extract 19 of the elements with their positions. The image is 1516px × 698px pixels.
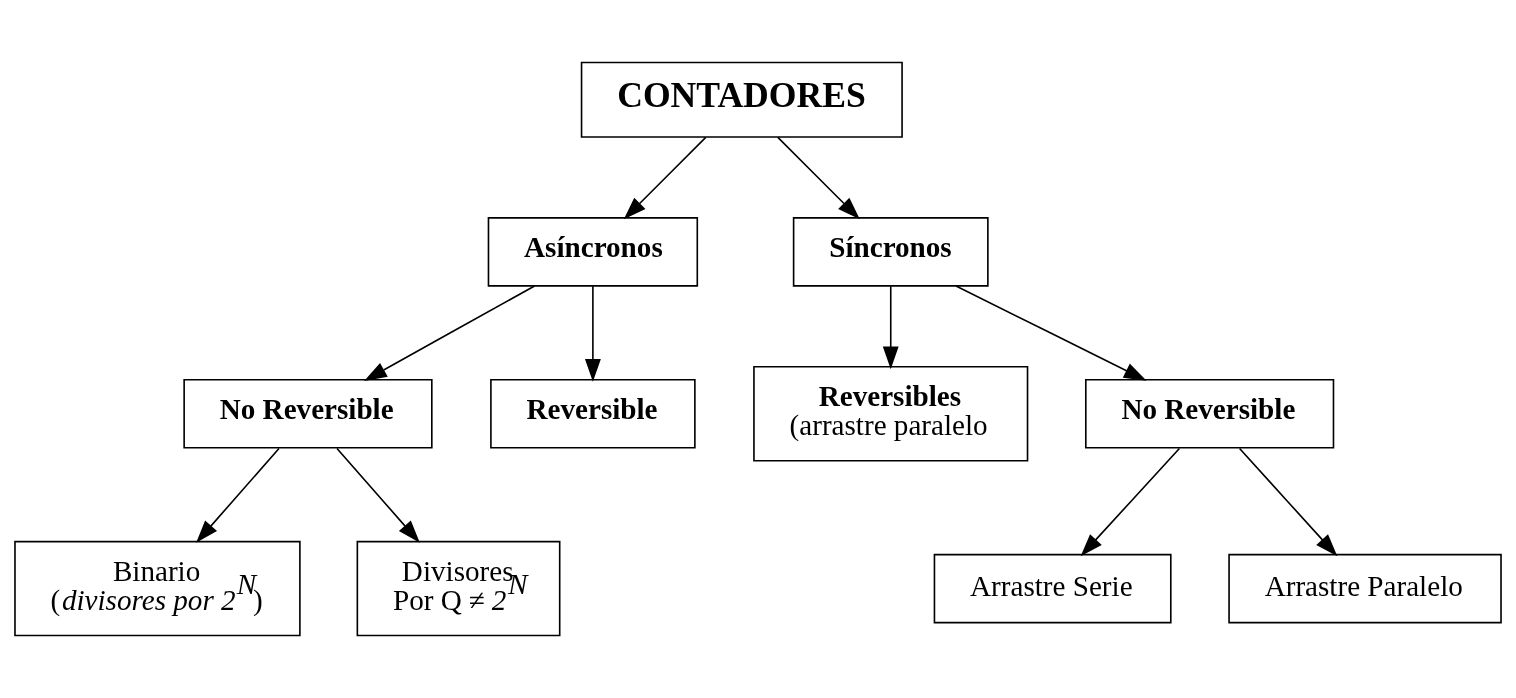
node-box: CONTADORES: [580, 61, 903, 138]
node-box: Arrastre Serie: [933, 553, 1172, 624]
arrow: [955, 285, 1147, 381]
node-box: Asíncronos: [487, 217, 699, 287]
node-box: No Reversible: [183, 378, 433, 449]
arrow: [882, 285, 899, 370]
arrow: [1238, 447, 1338, 557]
node-box: Arrastre Paralelo: [1228, 553, 1502, 624]
arrow: [1080, 447, 1181, 557]
arrow: [584, 285, 601, 382]
node-box: No Reversible: [1085, 378, 1335, 449]
node-box: Reversible: [490, 378, 696, 449]
arrow: [336, 447, 420, 543]
node-box: Síncronos: [792, 217, 989, 287]
arrow: [777, 136, 860, 220]
arrow: [196, 447, 280, 543]
arrow: [623, 136, 707, 220]
arrow: [364, 285, 536, 381]
node-box: Reversibles (arrastre paralelo: [753, 366, 1029, 462]
